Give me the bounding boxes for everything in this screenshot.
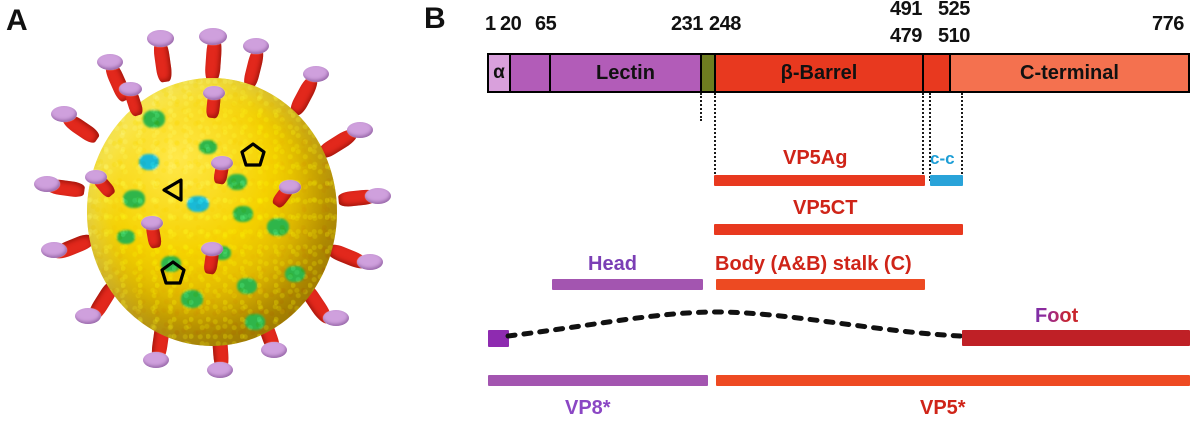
five-fold-pentagon-icon	[160, 260, 186, 286]
vp4-spike-tip	[279, 180, 301, 194]
track-bar-foot	[962, 330, 1190, 346]
track-label-vp5ag: VP5Ag	[783, 147, 848, 169]
domain-segment-c-terminal: C-terminal	[949, 55, 1188, 91]
capsid-patch	[199, 140, 217, 154]
capsid-patch	[123, 190, 145, 208]
vp4-spike-tip	[51, 106, 77, 122]
vp4-spike-tip	[303, 66, 329, 82]
vp4-spike-tip	[199, 28, 227, 45]
track-label-c-c: c-c	[930, 149, 955, 168]
track-label-body-stalk: Body (A&B) stalk (C)	[715, 253, 912, 275]
domain-segment-beta-barrel: β-Barrel	[714, 55, 922, 91]
capsid-patch	[227, 174, 247, 190]
domain-label-lectin: Lectin	[596, 61, 655, 84]
track-bar-head	[552, 279, 703, 290]
rotavirus-particle-render	[34, 28, 391, 405]
panel-a-letter: A	[6, 4, 28, 37]
residue-tick-231: 231	[671, 13, 703, 35]
vp4-spike-tip	[261, 342, 287, 358]
vp4-spike-tip	[357, 254, 383, 270]
vp4-spike-tip	[201, 242, 223, 256]
residue-tick-20: 20	[500, 13, 522, 35]
capsid-patch	[181, 290, 203, 308]
guide-line-510	[961, 93, 963, 181]
domain-segment-lectin: Lectin	[549, 55, 700, 91]
residue-tick-510: 510	[938, 25, 970, 47]
vp4-spike-tip	[147, 30, 174, 47]
capsid-patch	[245, 314, 265, 330]
vp4-spike-tip	[85, 170, 107, 184]
domain-label-c-terminal: C-terminal	[1020, 61, 1119, 84]
domain-label-alpha: α	[493, 62, 505, 83]
vp4-spike-tip	[211, 156, 233, 170]
domain-segment-alpha: α	[489, 55, 509, 91]
vp4-spike-tip	[141, 216, 163, 230]
capsid-patch	[267, 218, 289, 236]
track-bar-vp5ct	[714, 224, 963, 235]
panel-b-letter: B	[424, 2, 446, 35]
track-label-vp8: VP8*	[565, 397, 611, 419]
residue-tick-479: 479	[890, 25, 922, 47]
domain-label-beta-barrel: β-Barrel	[780, 61, 858, 84]
track-bar-c-c	[930, 175, 963, 186]
vp4-spike-tip	[347, 122, 373, 138]
track-bar-head-stub	[488, 330, 509, 347]
capsid-patch	[233, 206, 253, 222]
residue-tick-491: 491	[890, 0, 922, 20]
residue-tick-65: 65	[535, 13, 557, 35]
domain-segment-linker	[509, 55, 549, 91]
domain-segment-olive	[700, 55, 714, 91]
vp4-spike-tip	[119, 82, 142, 96]
vp7-capsid-shell	[87, 78, 337, 346]
capsid-patch	[187, 196, 209, 212]
vp4-spike-tip	[243, 38, 269, 54]
domain-segment-spacer	[922, 55, 949, 91]
vp4-spike-tip	[203, 86, 225, 100]
vp4-spike-tip	[207, 362, 233, 378]
vp4-spike-tip	[365, 188, 391, 204]
capsid-patch	[143, 110, 165, 128]
panel-a-virus-structure: A	[0, 0, 420, 426]
vp4-domain-bar: α Lectin β-Barrel C-terminal	[487, 53, 1190, 93]
vp4-spike-tip	[41, 242, 67, 258]
vp4-spike-tip	[34, 176, 60, 192]
capsid-patch	[237, 278, 257, 294]
track-bar-vp8	[488, 375, 708, 386]
residue-tick-248: 248	[709, 13, 741, 35]
track-label-vp5: VP5*	[920, 397, 966, 419]
vp4-spike-tip	[75, 308, 101, 324]
vp4-spike-tip	[323, 310, 349, 326]
track-label-vp5ct: VP5CT	[793, 197, 858, 219]
track-label-head: Head	[588, 253, 637, 275]
track-bar-body-stalk	[716, 279, 925, 290]
guide-line-248	[714, 93, 716, 181]
residue-tick-525: 525	[938, 0, 970, 20]
track-bar-vp5	[716, 375, 1190, 386]
guide-line-491	[929, 93, 931, 181]
capsid-patch	[139, 154, 159, 170]
guide-line-479	[922, 93, 924, 181]
residue-tick-1: 1	[485, 13, 496, 35]
residue-tick-776: 776	[1152, 13, 1184, 35]
guide-line-231	[700, 93, 702, 121]
dashed-connector-curve	[505, 309, 964, 339]
track-label-foot: Foot	[1035, 305, 1079, 327]
vp4-spike-tip	[143, 352, 169, 368]
vp4-spike-tip	[97, 54, 123, 70]
three-fold-triangle-icon	[161, 178, 183, 202]
capsid-patch	[117, 230, 135, 244]
capsid-patch	[285, 266, 305, 282]
track-bar-vp5ag	[714, 175, 925, 186]
five-fold-pentagon-icon	[240, 142, 266, 168]
